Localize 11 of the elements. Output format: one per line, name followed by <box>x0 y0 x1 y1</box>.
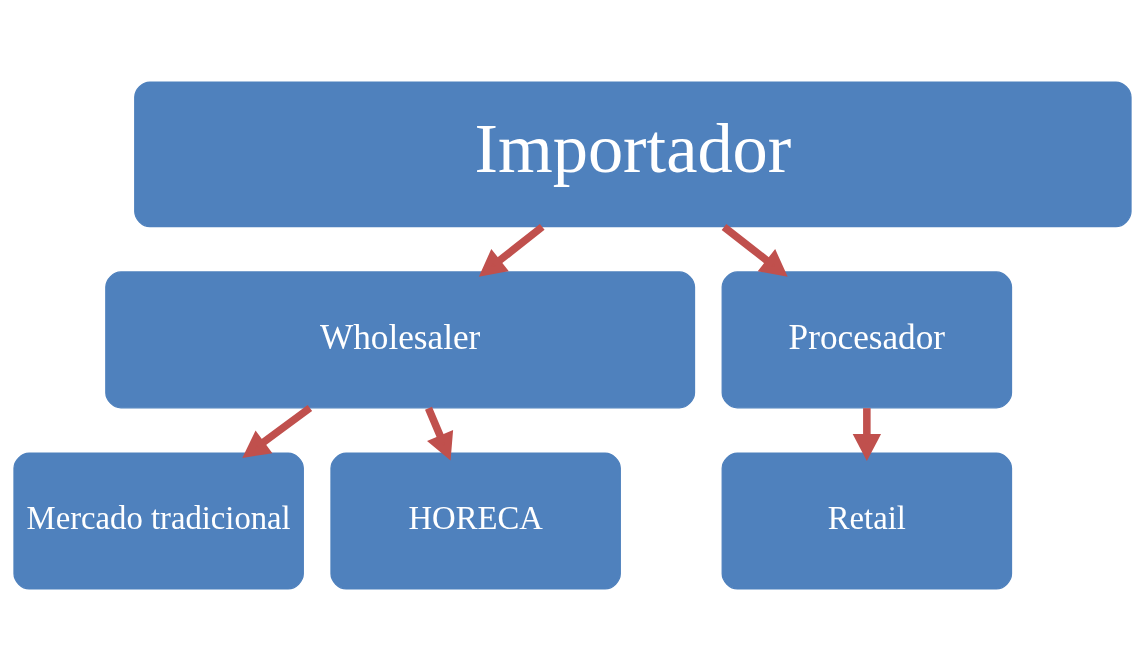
node-box: Mercado tradicional <box>13 452 304 590</box>
node-box: Procesador <box>721 270 1013 408</box>
node-box: Retail <box>721 452 1013 590</box>
arrow <box>721 223 788 277</box>
arrow <box>478 223 545 277</box>
node-box: Wholesaler <box>105 270 696 408</box>
arrow <box>425 406 454 460</box>
node-box: HORECA <box>330 452 621 590</box>
node-box: Importador <box>134 80 1132 227</box>
arrow <box>852 407 882 461</box>
arrow <box>242 404 313 458</box>
